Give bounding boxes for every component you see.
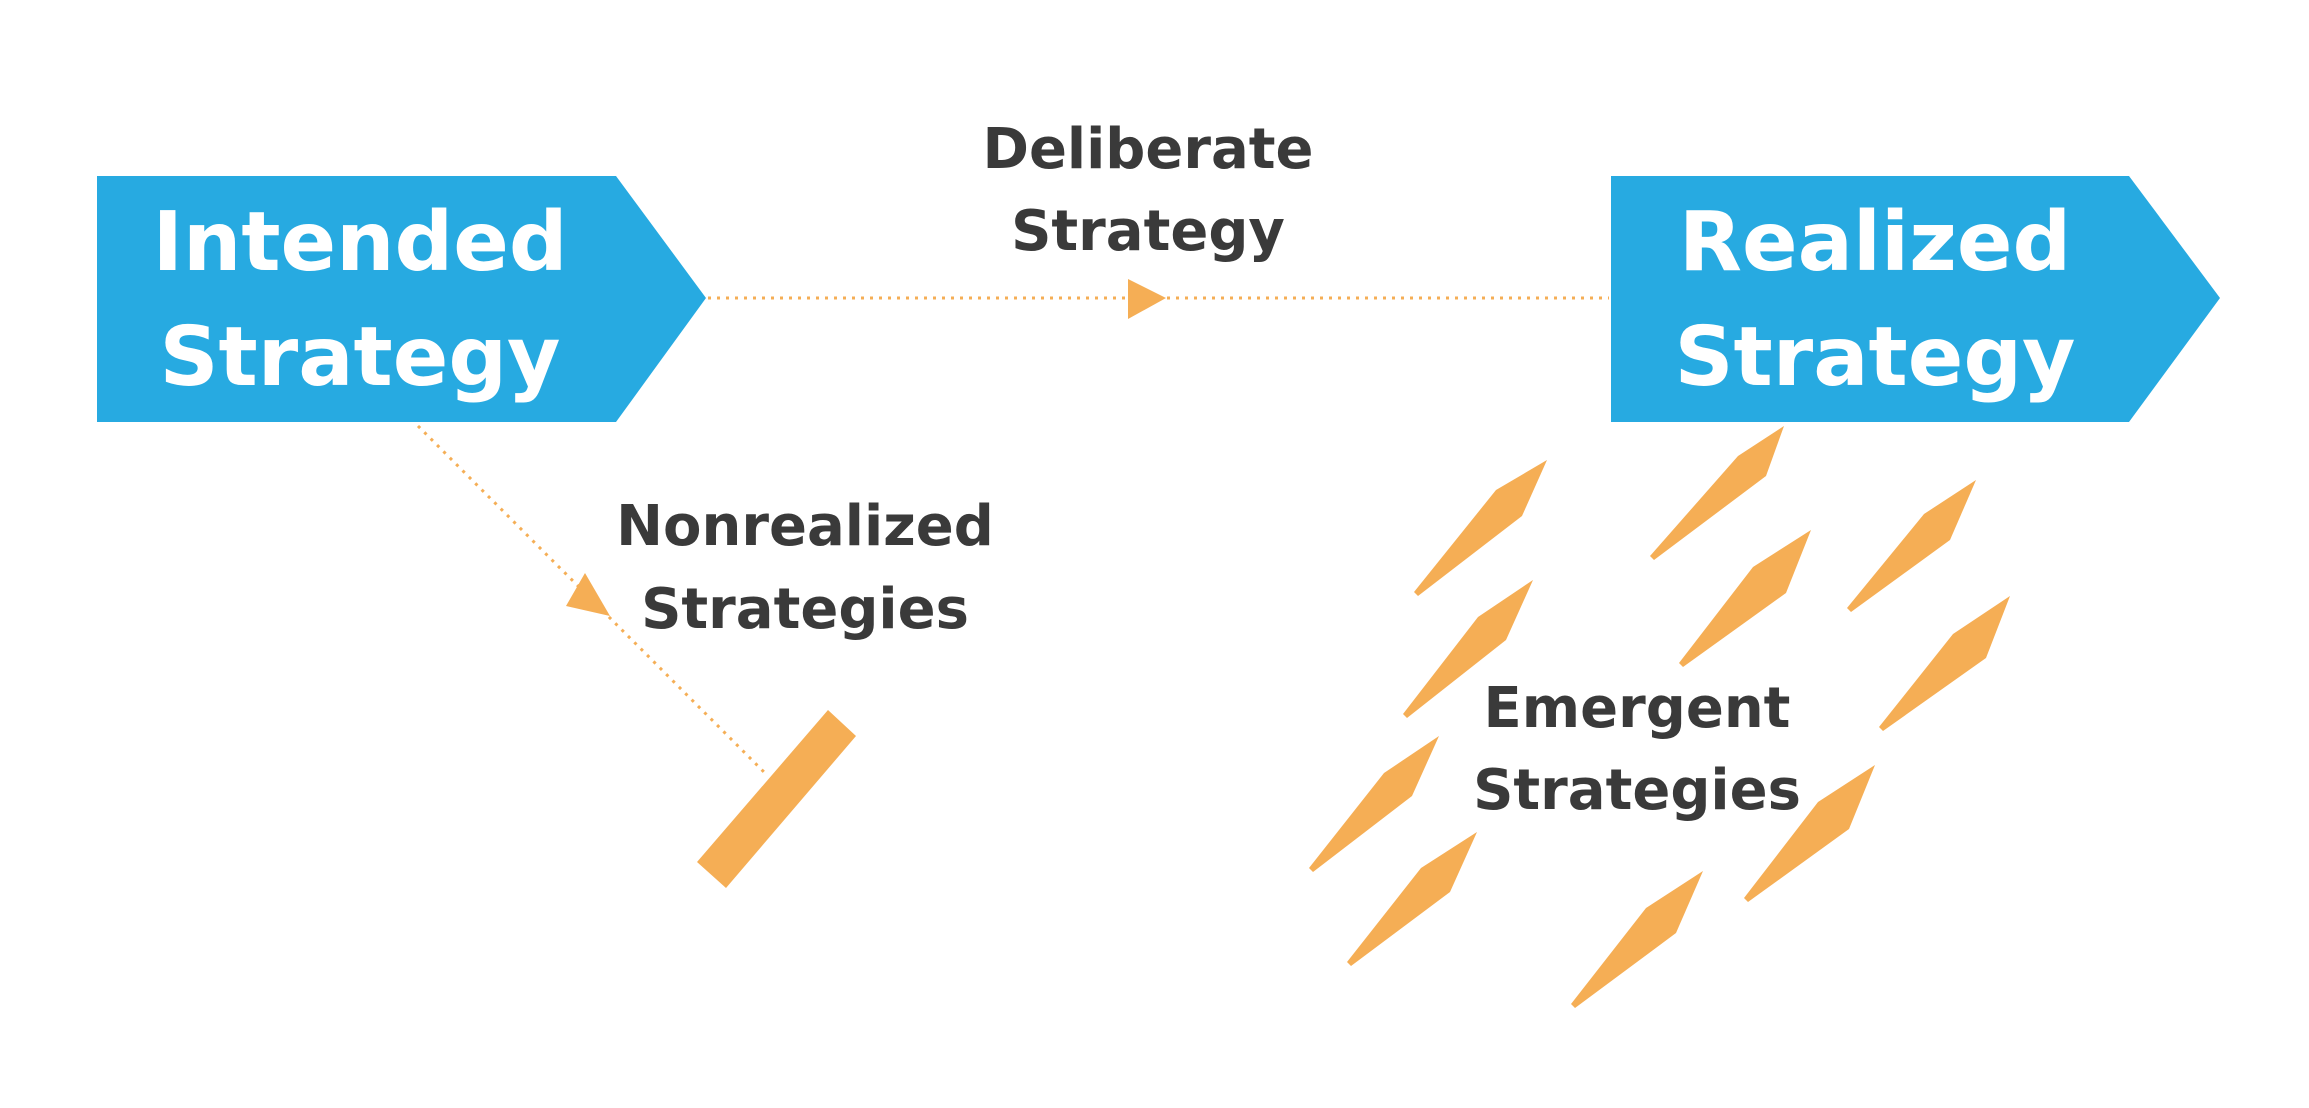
realized-strategy-box: Realized Strategy bbox=[1611, 176, 2220, 422]
emergent-arrow-icon bbox=[1571, 871, 1703, 1008]
nonrealized-strategies-caption-line1: Nonrealized bbox=[616, 494, 994, 559]
realized-strategy-label-line1: Realized bbox=[1679, 195, 2071, 290]
intended-strategy-label-line1: Intended bbox=[152, 195, 567, 290]
realized-strategy-shape bbox=[1611, 176, 2220, 422]
emergent-arrow-icon bbox=[1403, 580, 1533, 718]
emergent-arrow-icon bbox=[1347, 832, 1477, 966]
emergent-arrow-icon bbox=[1744, 765, 1875, 902]
realized-strategy-label-line2: Strategy bbox=[1675, 310, 2076, 405]
emergent-arrow-icon bbox=[1879, 596, 2010, 731]
deliberate-strategy-caption-line1: Deliberate bbox=[982, 117, 1313, 182]
intended-strategy-box: Intended Strategy bbox=[97, 176, 706, 422]
emergent-strategies-caption-line1: Emergent bbox=[1484, 676, 1791, 741]
block-bar-icon bbox=[697, 710, 856, 888]
emergent-arrow-icon bbox=[1414, 460, 1547, 596]
deliberate-arrowhead-icon bbox=[1128, 279, 1166, 319]
emergent-arrows bbox=[1309, 426, 2010, 1008]
emergent-arrow-icon bbox=[1650, 426, 1784, 560]
nonrealized-strategies-caption-line2: Strategies bbox=[641, 577, 969, 642]
nonrealized-dotted-line bbox=[416, 424, 770, 778]
emergent-arrow-icon bbox=[1679, 530, 1811, 667]
deliberate-strategy-path bbox=[708, 279, 1609, 319]
nonrealized-strategy-path bbox=[416, 424, 856, 888]
intended-strategy-shape bbox=[97, 176, 706, 422]
emergent-strategies-caption-line2: Strategies bbox=[1473, 758, 1801, 823]
nonrealized-arrowhead-icon bbox=[566, 573, 610, 616]
deliberate-strategy-caption-line2: Strategy bbox=[1011, 199, 1285, 264]
intended-strategy-label-line2: Strategy bbox=[160, 310, 561, 405]
emergent-arrow-icon bbox=[1309, 736, 1439, 872]
emergent-arrow-icon bbox=[1847, 480, 1976, 612]
